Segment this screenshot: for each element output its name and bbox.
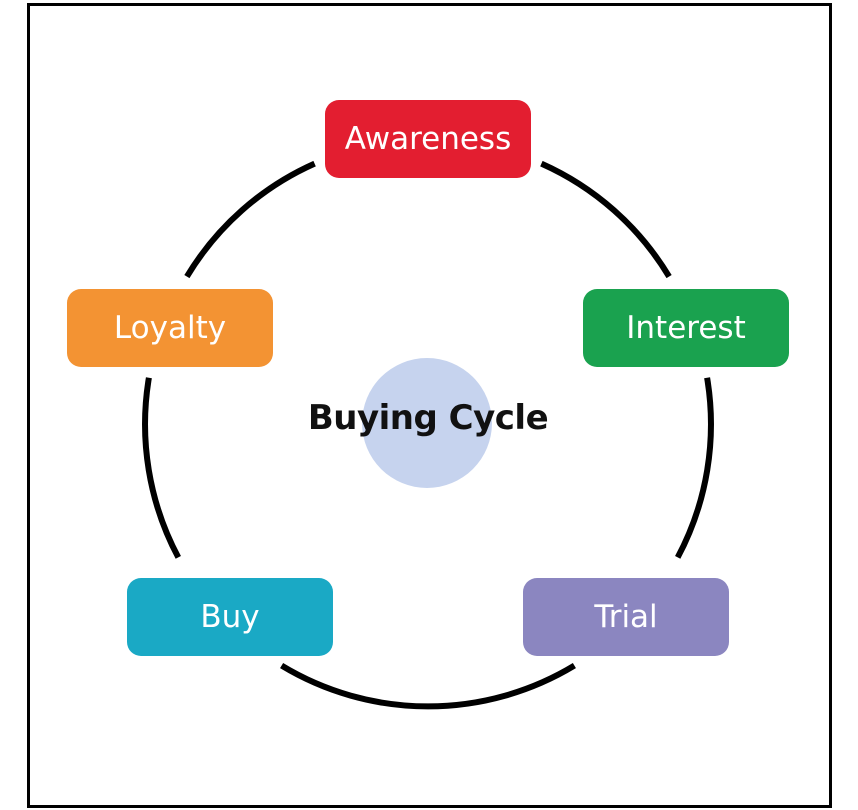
- arc-trial-buy: [280, 663, 576, 710]
- arc-buy-loyalty: [142, 377, 181, 559]
- arc-loyalty-awareness: [184, 160, 316, 279]
- arc-interest-trial: [675, 377, 714, 559]
- stage-loyalty: Loyalty: [67, 289, 273, 367]
- stage-interest: Interest: [583, 289, 789, 367]
- center-title: Buying Cycle: [307, 398, 549, 438]
- stage-trial: Trial: [523, 578, 729, 656]
- stage-awareness: Awareness: [325, 100, 531, 178]
- arc-awareness-interest: [540, 160, 672, 279]
- stage-buy: Buy: [127, 578, 333, 656]
- center-circle: [362, 358, 492, 488]
